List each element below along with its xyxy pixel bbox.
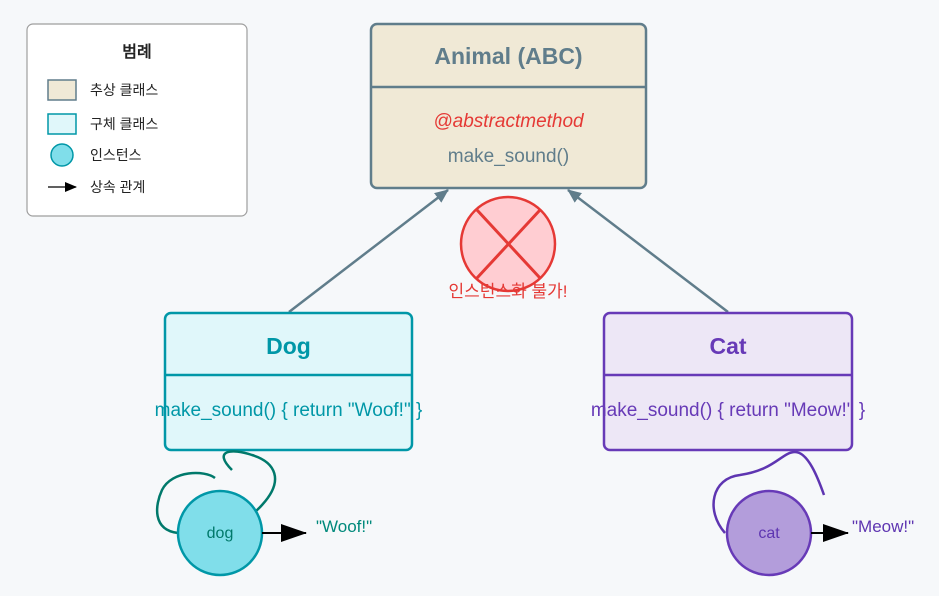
no-instance-mark: 인스턴스화 불가! [449, 195, 568, 301]
legend: 범례 추상 클래스 구체 클래스 인스턴스 상속 관계 [26, 23, 248, 217]
cat-inheritance-arrow [567, 189, 729, 313]
legend-label-instance: 인스턴스 [90, 147, 142, 163]
legend-title: 범례 [122, 43, 151, 61]
cat-method: make_sound() { return "Meow!" } [591, 400, 865, 421]
legend-label-abstract: 추상 클래스 [90, 82, 158, 98]
legend-box [26, 23, 248, 217]
cross-line-2 [475, 208, 542, 280]
legend-swatch-instance [50, 143, 74, 167]
legend-swatch-concrete [47, 113, 77, 135]
animal-method: make_sound() [448, 146, 569, 167]
dog-class-title: Dog [266, 333, 311, 359]
legend-swatch-abstract [47, 79, 77, 101]
dog-instance-name: dog [207, 525, 234, 542]
animal-decorator: @abstractmethod [433, 111, 585, 132]
dog-output: "Woof!" [316, 517, 372, 536]
animal-class-title: Animal (ABC) [434, 43, 582, 69]
cat-class-box: Cat make_sound() { return "Meow!" } [591, 311, 865, 452]
cat-output: "Meow!" [852, 517, 914, 536]
cat-class-title: Cat [709, 333, 746, 359]
legend-label-concrete: 구체 클래스 [90, 116, 158, 132]
animal-class-box: Animal (ABC) @abstractmethod make_sound(… [369, 22, 648, 190]
cat-instance-link [712, 450, 826, 534]
legend-label-inheritance: 상속 관계 [90, 179, 145, 195]
dog-class-box: Dog make_sound() { return "Woof!" } [155, 311, 423, 452]
dog-class-frame [163, 311, 414, 452]
cat-instance-name: cat [758, 525, 780, 542]
dog-inheritance-arrow [288, 189, 449, 313]
dog-instance: dog "Woof!" [155, 450, 372, 577]
animal-class-frame [369, 22, 648, 190]
cat-instance: cat "Meow!" [712, 450, 914, 577]
dog-method: make_sound() { return "Woof!" } [155, 400, 423, 421]
no-instance-label: 인스턴스화 불가! [449, 282, 568, 301]
cat-class-frame [602, 311, 854, 452]
